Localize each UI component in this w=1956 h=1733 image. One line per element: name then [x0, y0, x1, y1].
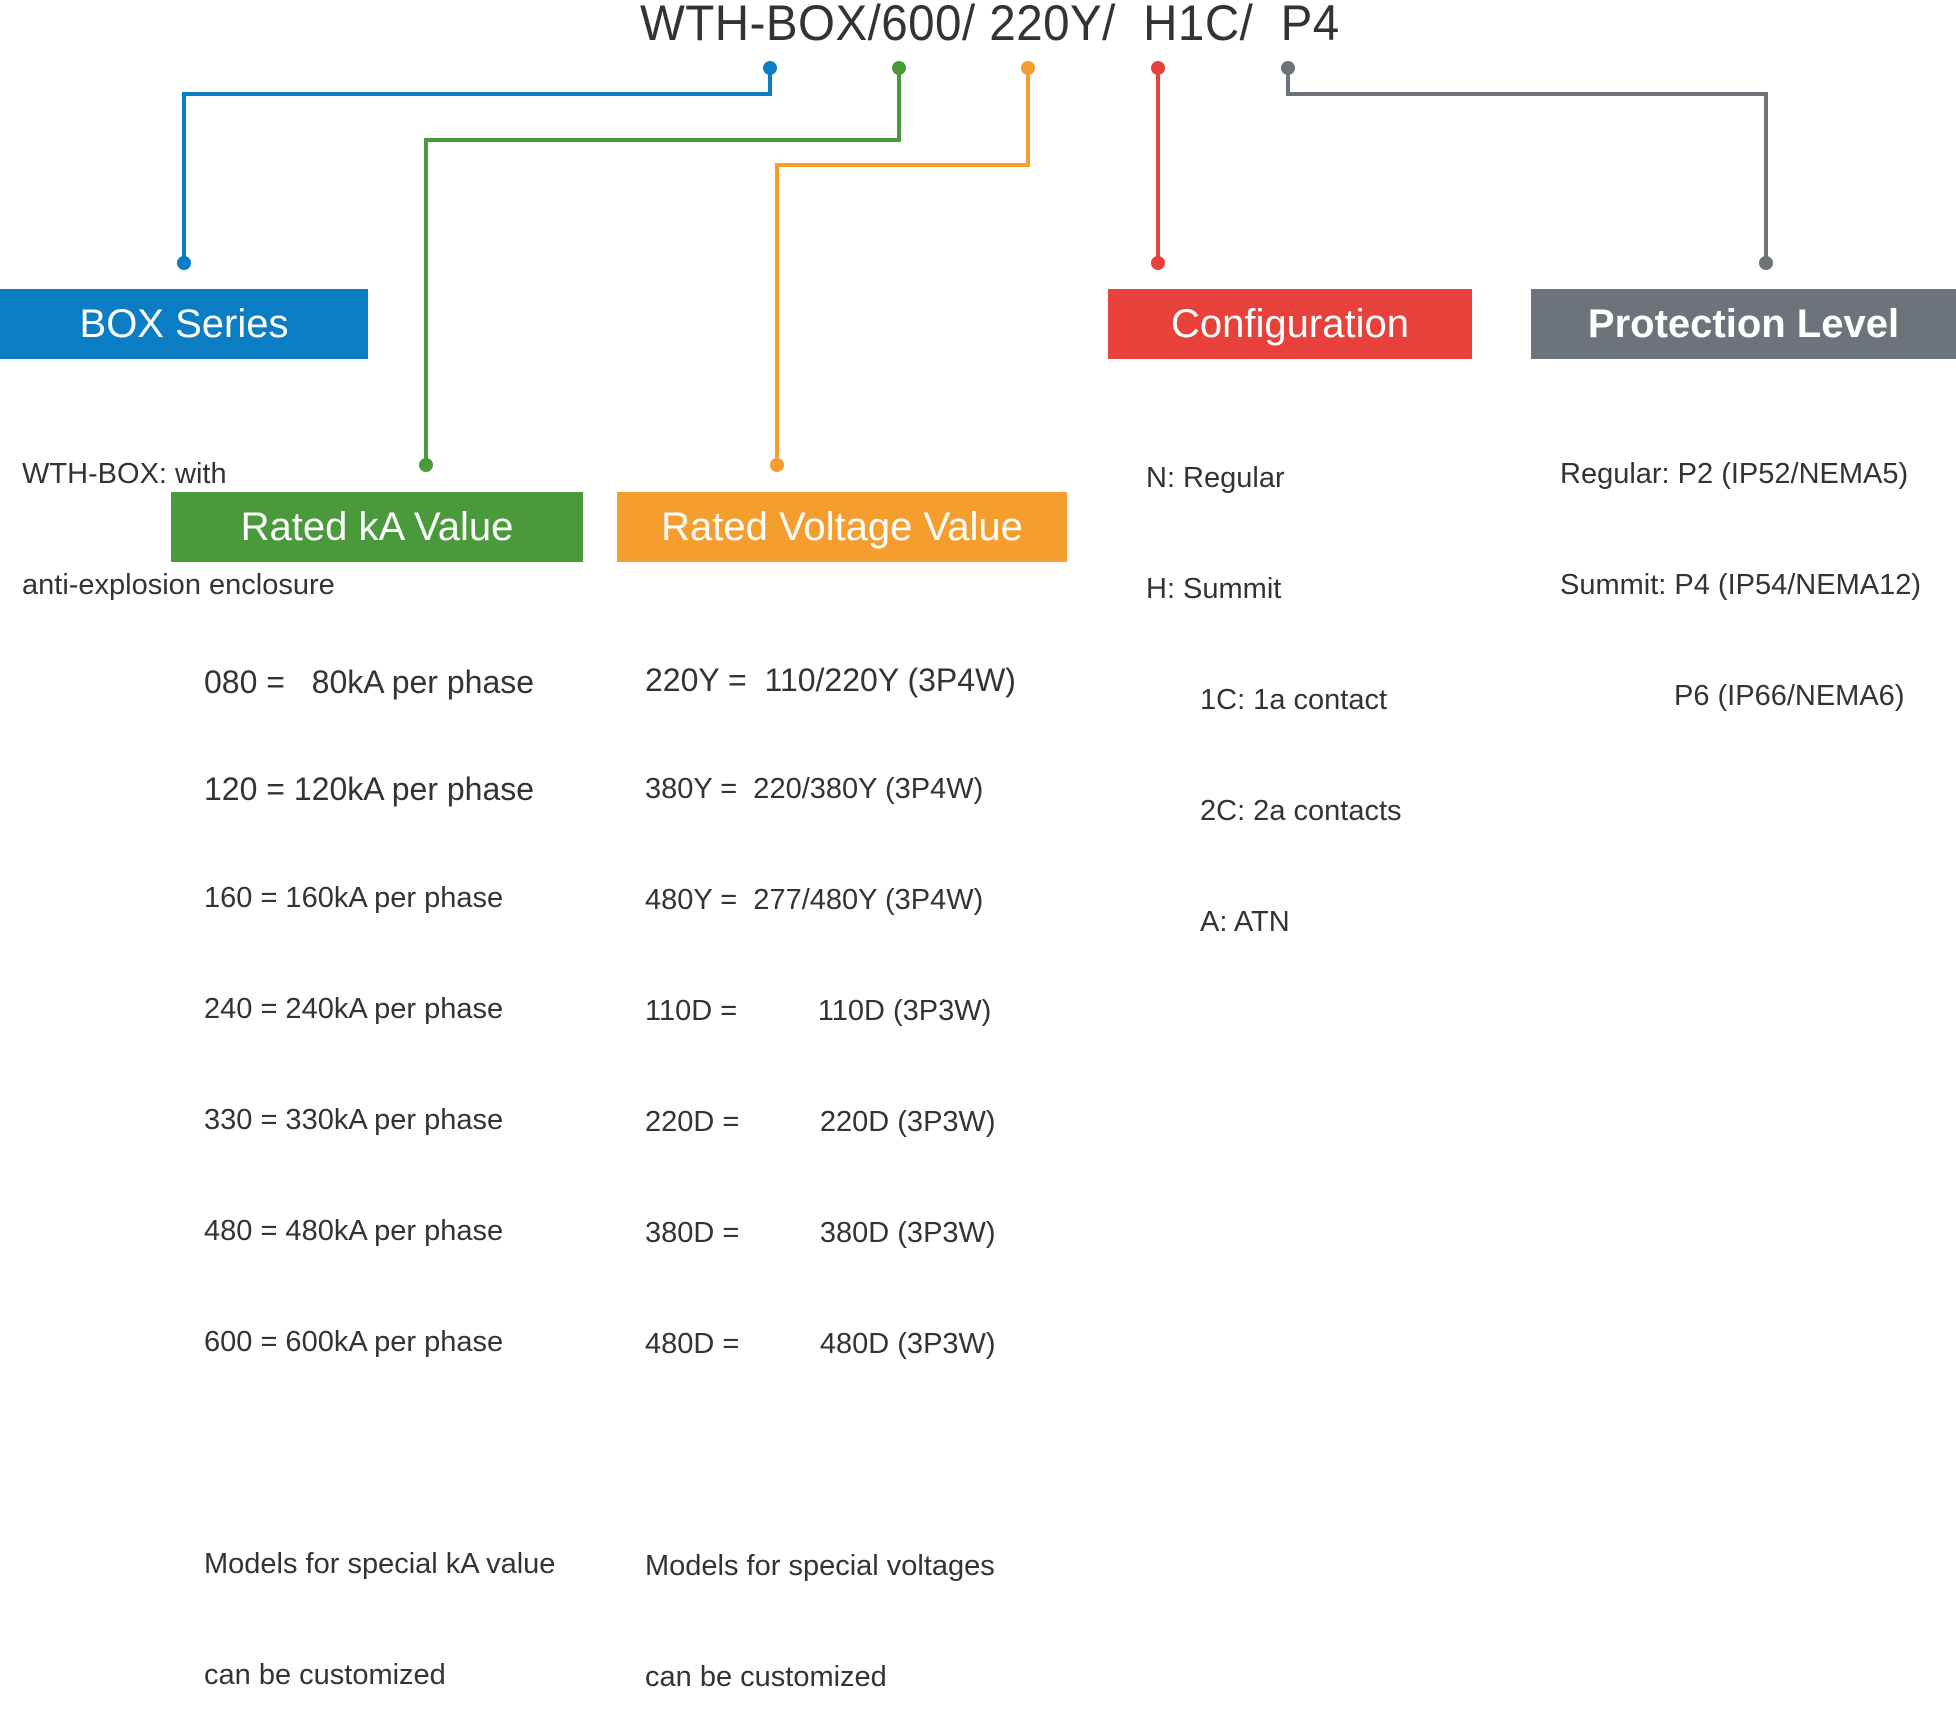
protection-level-line: Summit: P4 (IP54/NEMA12): [1560, 569, 1921, 601]
rated-ka-line: 330 = 330kA per phase: [204, 1104, 504, 1136]
rated-voltage-line: 220D = 220D (3P3W): [645, 1106, 996, 1138]
box-series-title: BOX Series: [79, 302, 289, 346]
rated-ka-title: Rated kA Value: [240, 505, 514, 549]
rated-voltage-line: 380D = 380D (3P3W): [645, 1217, 996, 1249]
spacer: [204, 1435, 555, 1472]
configuration-title: Configuration: [1171, 302, 1409, 346]
connector-lines: [177, 61, 1773, 472]
protection-level-title: Protection Level: [1587, 302, 1900, 346]
rated-ka-line: 600 = 600kA per phase: [204, 1326, 504, 1358]
rated-ka-line: 080 = 80kA per phase: [204, 664, 535, 700]
connector-rated-ka: [424, 68, 901, 465]
box-series-description: WTH-BOX: with anti-explosion enclosure: [22, 382, 335, 641]
connector-dot-configuration-bottom: [1151, 256, 1165, 270]
rated-voltage-line: 220Y = 110/220Y (3P4W): [645, 662, 1016, 698]
connector-protection-level: [1286, 68, 1768, 263]
rated-voltage-header: Rated Voltage Value: [617, 492, 1067, 562]
rated-ka-line: 480 = 480kA per phase: [204, 1215, 504, 1247]
configuration-subline: 1C: 1a contact: [1200, 684, 1387, 716]
rated-ka-line: 120 = 120kA per phase: [204, 771, 535, 807]
connector-dot-box-series-top: [763, 61, 777, 75]
model-code: WTH-BOX/600/ 220Y/ H1C/ P4: [640, 0, 1340, 51]
rated-ka-line: 240 = 240kA per phase: [204, 993, 504, 1025]
rated-voltage-description: 220Y = 110/220Y (3P4W) 380Y = 220/380Y (…: [645, 590, 1016, 1733]
rated-voltage-note: can be customized: [645, 1661, 887, 1693]
configuration-line: N: Regular: [1146, 462, 1285, 494]
connector-dot-protection-level-top: [1281, 61, 1295, 75]
connector-box-series: [182, 68, 772, 263]
protection-level-description: Regular: P2 (IP52/NEMA5) Summit: P4 (IP5…: [1560, 382, 1921, 752]
configuration-line: H: Summit: [1146, 573, 1282, 605]
box-series-header: BOX Series: [0, 289, 368, 359]
connector-dot-box-series-bottom: [177, 256, 191, 270]
rated-voltage-line: 110D = 110D (3P3W): [645, 995, 992, 1027]
rated-voltage-line: 380Y = 220/380Y (3P4W): [645, 773, 984, 805]
connector-dot-protection-level-bottom: [1759, 256, 1773, 270]
protection-level-line: Regular: P2 (IP52/NEMA5): [1560, 458, 1909, 490]
rated-voltage-line: 480D = 480D (3P3W): [645, 1328, 996, 1360]
protection-level-subline: P6 (IP66/NEMA6): [1674, 680, 1905, 712]
rated-ka-line: 160 = 160kA per phase: [204, 882, 504, 914]
rated-voltage-title: Rated Voltage Value: [661, 505, 1023, 549]
connector-dot-rated-voltage-top: [1021, 61, 1035, 75]
connector-dot-rated-ka-bottom: [419, 458, 433, 472]
rated-voltage-note: Models for special voltages: [645, 1550, 995, 1582]
rated-ka-header: Rated kA Value: [171, 492, 583, 562]
rated-ka-note: Models for special kA value: [204, 1548, 556, 1580]
connector-dot-configuration-top: [1151, 61, 1165, 75]
configuration-header: Configuration: [1108, 289, 1472, 359]
protection-level-header: Protection Level: [1531, 289, 1956, 359]
spacer: [645, 1437, 1016, 1474]
rated-ka-note: can be customized: [204, 1659, 446, 1691]
rated-voltage-line: 480Y = 277/480Y (3P4W): [645, 884, 984, 916]
rated-ka-description: 080 = 80kA per phase 120 = 120kA per pha…: [204, 592, 555, 1731]
connector-dot-rated-ka-top: [892, 61, 906, 75]
box-series-line: WTH-BOX: with: [22, 458, 227, 490]
configuration-subline: 2C: 2a contacts: [1200, 795, 1402, 827]
connector-dot-rated-voltage-bottom: [770, 458, 784, 472]
connector-rated-voltage: [775, 68, 1030, 465]
box-series-line: anti-explosion enclosure: [22, 569, 335, 601]
configuration-description: N: Regular H: Summit 1C: 1a contact 2C: …: [1146, 386, 1402, 978]
configuration-subline: A: ATN: [1200, 906, 1290, 938]
